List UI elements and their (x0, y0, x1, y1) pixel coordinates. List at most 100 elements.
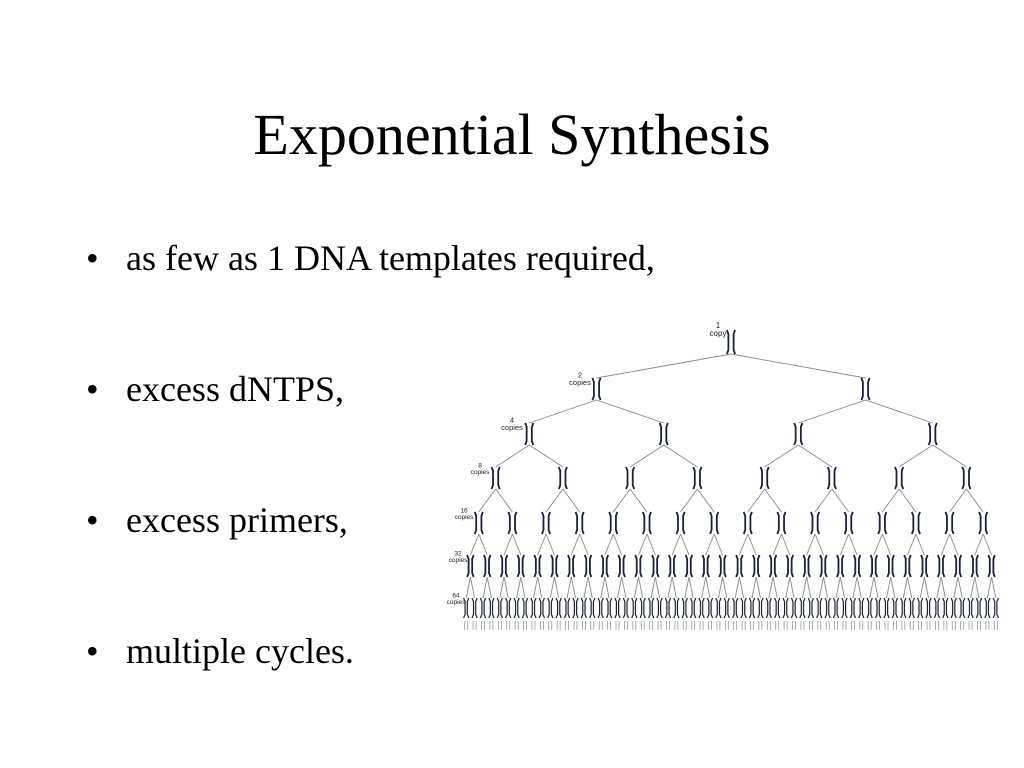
dna-strand (841, 554, 845, 578)
branch-line (902, 576, 908, 599)
dna-strand (841, 597, 844, 619)
dna-strand (605, 554, 610, 578)
dna-strand (609, 597, 613, 619)
dna-strand (987, 554, 991, 578)
dna-strand (718, 597, 722, 619)
dna-strand (542, 597, 546, 619)
dna-strand (895, 597, 899, 619)
branch-line (839, 576, 845, 599)
dna-strand (891, 554, 895, 578)
dna-strand (752, 597, 756, 619)
dna-strand (951, 511, 955, 535)
dna-strand (967, 597, 971, 619)
dna-strand (850, 511, 854, 535)
branch-line (966, 488, 984, 513)
dna-strand (521, 554, 525, 578)
dna-strand (709, 511, 713, 535)
dna-strand (580, 597, 584, 619)
dna-strand (500, 597, 503, 619)
branch-line (667, 576, 673, 599)
dna-strand (622, 597, 626, 619)
level-label-number: 8 (478, 463, 482, 470)
dna-strand (877, 511, 881, 535)
dna-strand (668, 554, 672, 578)
dna-strand (706, 597, 710, 619)
dna-strand (978, 511, 982, 535)
branch-line (621, 576, 627, 599)
dna-strand (768, 554, 773, 578)
dna-strand (807, 597, 811, 619)
branch-line (932, 444, 967, 468)
branch-line (982, 533, 993, 556)
dna-strand (631, 466, 636, 490)
dna-strand (757, 554, 761, 578)
dna-strand (832, 597, 836, 619)
branch-line (949, 488, 967, 513)
dna-strand (533, 554, 537, 578)
dna-strand (491, 597, 495, 619)
level-label-number: 64 (452, 593, 460, 600)
branch-line (789, 576, 795, 599)
dna-strand (639, 597, 643, 619)
dna-strand (927, 422, 932, 446)
dna-strand (742, 511, 747, 535)
dna-strand (584, 597, 588, 619)
dna-strand (572, 554, 576, 578)
dna-strand (900, 466, 905, 490)
dna-strand (706, 554, 710, 578)
dna-strand (912, 597, 915, 619)
dna-strand (861, 597, 865, 619)
branch-line (730, 353, 866, 379)
dna-strand (681, 597, 685, 619)
branch-line (697, 488, 715, 513)
bullet-dot: • (86, 369, 99, 409)
branch-line (596, 353, 732, 379)
dna-strand (698, 597, 702, 619)
dna-strand (471, 554, 475, 578)
bullet-dot: • (86, 631, 99, 671)
dna-strand (631, 597, 634, 619)
dna-strand (505, 597, 508, 619)
dna-strand (783, 511, 787, 535)
dna-strand (572, 597, 575, 619)
bullet-item: • excess primers, (86, 498, 348, 542)
branch-line (890, 576, 896, 599)
dna-strand (992, 554, 996, 578)
dna-strand (673, 554, 677, 578)
branch-line (617, 576, 623, 599)
dna-strand (996, 597, 999, 619)
dna-strand (521, 597, 525, 619)
dna-strand (908, 554, 912, 578)
dna-strand (735, 597, 739, 619)
dna-strand (757, 597, 760, 619)
dna-strand (844, 597, 848, 619)
level-label-number: 32 (454, 551, 462, 558)
slide-title: Exponential Synthesis (253, 102, 771, 167)
branch-line (898, 444, 933, 468)
dna-strand (777, 597, 781, 619)
dna-strand (668, 597, 672, 619)
branch-line (806, 576, 812, 599)
dna-strand (530, 597, 533, 619)
dna-strand (690, 597, 693, 619)
dna-strand (782, 597, 786, 619)
dna-strand (588, 554, 593, 578)
branch-line (545, 488, 564, 513)
dna-strand (920, 554, 924, 578)
branch-line (583, 576, 589, 599)
dna-strand (651, 597, 655, 619)
dna-strand (634, 554, 638, 578)
dna-strand (903, 597, 907, 619)
dna-strand (483, 597, 487, 619)
dna-strand (676, 597, 680, 619)
dna-strand (833, 466, 837, 490)
dna-strand (597, 597, 601, 619)
dna-strand (564, 466, 568, 490)
dna-strand (740, 554, 744, 578)
level-label-unit: copies (471, 469, 491, 476)
dna-strand (971, 597, 974, 619)
level-label-number: 16 (460, 508, 468, 515)
dna-strand (693, 597, 697, 619)
dna-strand (836, 597, 840, 619)
dna-strand (774, 597, 777, 619)
